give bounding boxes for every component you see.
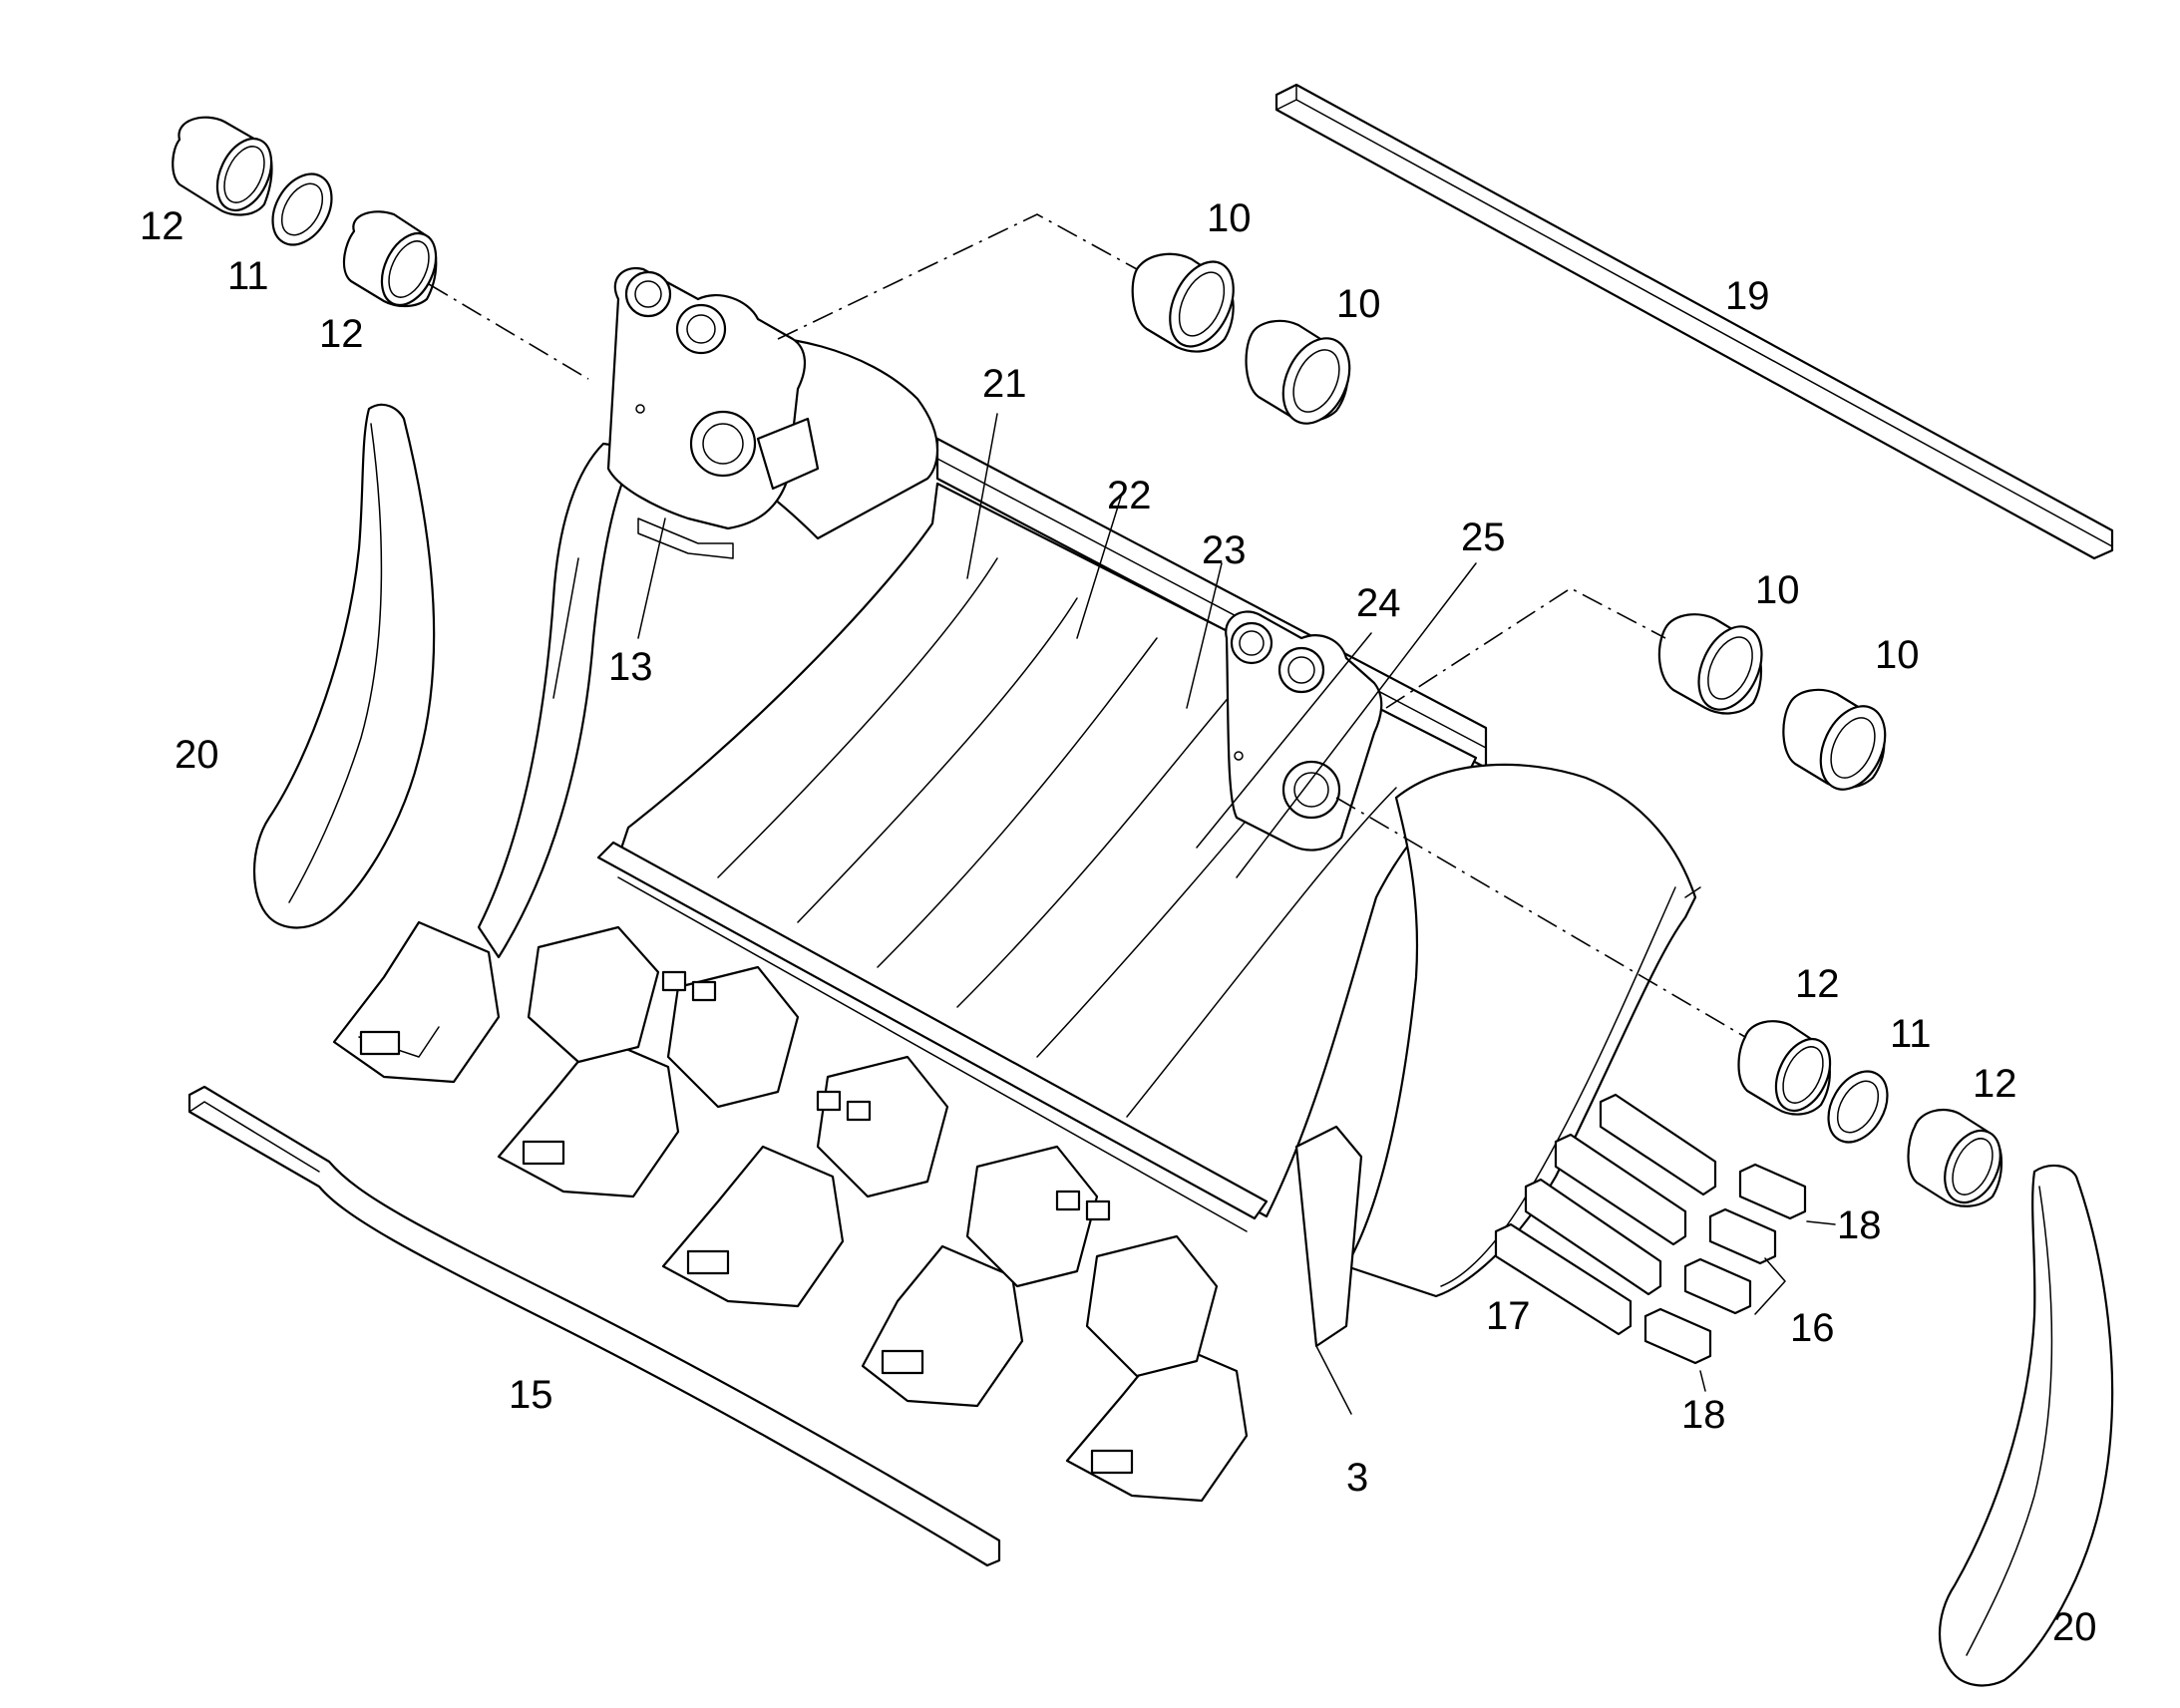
callout-10-b: 10 — [1336, 282, 1381, 326]
side-plate-20-left — [253, 403, 436, 929]
bushing-12-top-left-b — [342, 210, 438, 308]
callout-3: 3 — [1346, 1456, 1368, 1500]
callout-16: 16 — [1790, 1306, 1835, 1350]
callout-24: 24 — [1356, 581, 1401, 625]
wear-strip-15 — [187, 1085, 1001, 1567]
callout-12-right-b: 12 — [1973, 1062, 2017, 1106]
bushing-10-c — [1657, 613, 1763, 715]
right-lug — [1225, 610, 1383, 852]
callout-12-top-left: 12 — [140, 204, 184, 248]
bushing-10-b — [1245, 319, 1351, 425]
tooth-2 — [497, 1035, 680, 1198]
callout-12-top-left-b: 12 — [319, 312, 364, 356]
tooth-1 — [332, 920, 501, 1084]
callout-21: 21 — [982, 362, 1027, 406]
side-plate-20-right — [1939, 1164, 2114, 1687]
callout-10-d: 10 — [1875, 633, 1920, 677]
wear-bars-17 — [1494, 1093, 1717, 1336]
callout-13: 13 — [608, 645, 653, 689]
wear-pads-16-18 — [1643, 1163, 1807, 1365]
callout-22: 22 — [1107, 474, 1152, 517]
callout-18-b: 18 — [1681, 1393, 1726, 1437]
callout-17: 17 — [1486, 1294, 1531, 1338]
bushing-12-right-b — [1907, 1109, 2002, 1207]
callout-20-right: 20 — [2052, 1605, 2097, 1649]
callout-19: 19 — [1725, 274, 1770, 318]
center-lines — [428, 213, 1746, 1038]
bushing-12-right — [1737, 1020, 1832, 1116]
callout-15: 15 — [509, 1373, 553, 1417]
callout-11-right: 11 — [1890, 1012, 1932, 1056]
ring-11-right — [1827, 1070, 1889, 1144]
lifting-lug-13 — [606, 266, 820, 559]
bushing-12-top-left — [172, 116, 273, 216]
callout-10-c: 10 — [1755, 568, 1800, 612]
callout-20-left: 20 — [175, 733, 219, 777]
callout-23: 23 — [1202, 528, 1247, 572]
tooth-4 — [861, 1244, 1024, 1408]
callout-11-top-left: 11 — [227, 254, 269, 298]
tooth-5 — [1065, 1339, 1249, 1503]
callout-10-a: 10 — [1207, 196, 1252, 240]
adapters — [527, 925, 1219, 1378]
callout-12-right: 12 — [1795, 962, 1840, 1006]
callout-18-a: 18 — [1837, 1203, 1882, 1247]
ring-11-top-left — [271, 172, 333, 246]
wear-strip-19 — [1274, 83, 2114, 560]
tooth-3 — [661, 1145, 845, 1308]
callout-25: 25 — [1461, 515, 1506, 559]
bushing-10-d — [1782, 688, 1887, 791]
callout-labels: 12 11 12 10 10 19 21 22 23 24 25 13 20 1… — [140, 196, 2097, 1649]
leader-lines — [637, 413, 1836, 1415]
bushing-10-a — [1131, 252, 1235, 353]
